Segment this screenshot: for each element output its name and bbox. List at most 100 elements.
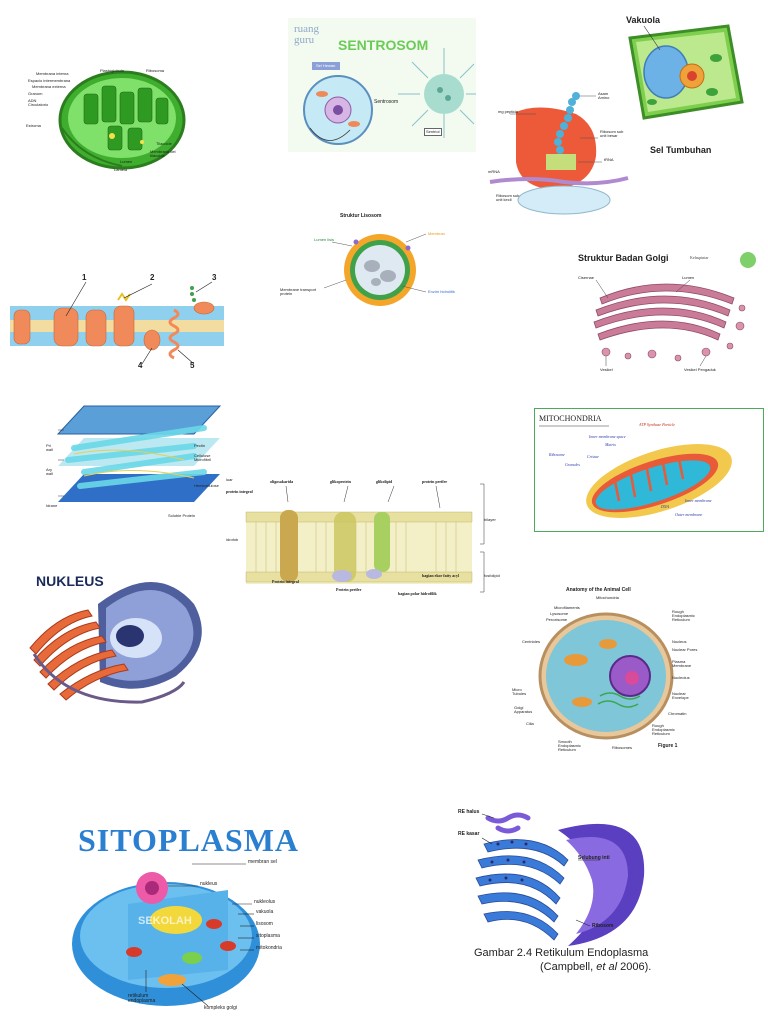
golgi-label: Lumen	[682, 275, 695, 280]
ribosome-label: mg peptida	[498, 109, 518, 114]
sitoplasma-label: nukleolus	[254, 899, 276, 905]
plant-cell-illustration	[628, 24, 744, 120]
ribosome-label: mRNA	[488, 169, 500, 174]
cell-wall-label: Pectin	[194, 443, 206, 448]
sitoplasma-label: mitokondria	[256, 945, 282, 951]
animal-cell-title: Anatomy of the Animal Cell	[566, 587, 631, 593]
er-label: Selubung inti	[578, 855, 610, 861]
mitochondria-label: Matrix	[605, 442, 616, 447]
golgi-title: Struktur Badan Golgi	[578, 253, 669, 263]
fluid-mosaic-label: protein perifer	[422, 479, 448, 484]
nucleus-diagram: NUKLEUS	[26, 564, 218, 714]
animal-cell-illustration	[538, 612, 674, 740]
fluid-mosaic-label: glikoprotein	[330, 479, 351, 484]
sitoplasma-label: retikulum endoplasma	[128, 993, 156, 1004]
chloroplast-label: Membrana interna	[36, 71, 69, 76]
lysosome-diagram: Struktur Lisosom Lumen lisis Membran Mem…	[276, 212, 466, 312]
nucleus-illustration	[29, 582, 202, 704]
animal-cell-label: Peroxisome	[546, 617, 568, 622]
sitoplasma-title: SITOPLASMA	[78, 822, 300, 858]
chloroplast-illustration	[58, 70, 186, 170]
chloroplast-label: Tilacoide	[156, 141, 172, 146]
sitoplasma-label: sitoplasma	[256, 933, 280, 939]
er-citation-year: 2006).	[617, 961, 652, 973]
mitochondria-illustration	[539, 425, 732, 518]
sentrosom-tag: Sel Hewan	[316, 63, 336, 68]
animal-cell-label: Plasma Membrane	[672, 659, 692, 668]
cell-wall-side-label: Ary wall	[46, 467, 53, 476]
fluid-mosaic-label: Protein perifer	[336, 587, 362, 592]
membrane-illustration	[10, 281, 224, 365]
fluid-mosaic-label: bagian polar hidrofilik	[398, 591, 437, 596]
sentriol-label: Sentriol	[424, 128, 442, 136]
chloroplast-label: ADN Circulatorio	[28, 98, 49, 107]
fluid-mosaic-cut-label: idrofob	[226, 537, 239, 542]
animal-cell-label: Microfilaments	[554, 605, 580, 610]
sitoplasma-watermark: SEKOLAH	[138, 915, 192, 927]
fluid-mosaic-label: bilayer	[484, 517, 496, 522]
chloroplast-label: Lumen	[120, 159, 133, 164]
sitoplasma-label: vakuola	[256, 909, 274, 915]
chloroplast-label: Ribosoma	[146, 68, 165, 73]
chloroplast-label: Lamela	[114, 167, 128, 172]
golgi-brand: Kelaspintar	[690, 255, 709, 260]
sitoplasma-label: lisosom	[256, 921, 273, 927]
fluid-mosaic-label: bagian ekor fatty acyl	[422, 573, 460, 578]
golgi-label: Cisernae	[578, 275, 595, 280]
sitoplasma-label: nukleus	[200, 881, 218, 887]
er-caption: Gambar 2.4 Retikulum Endoplasma	[474, 947, 649, 959]
lysosome-label: Membrane transport protein	[280, 287, 317, 296]
ribosome-diagram: mg peptida Asam Amino Ribosom sub unit b…	[480, 86, 632, 218]
animal-cell-label: Golgi Apparatus	[514, 705, 533, 714]
lysosome-label: Membran	[428, 231, 445, 236]
er-label: Ribosom	[592, 923, 614, 929]
chloroplast-diagram: Membrana interna Espacio intermembrana M…	[22, 58, 192, 176]
animal-cell-label: Lysosome	[550, 611, 569, 616]
cell-wall-label: Hemicellulose	[194, 483, 219, 488]
cell-wall-side-label: Pri wall	[46, 443, 53, 452]
er-diagram: RE halus RE kasar Selubung inti Ribosom …	[448, 800, 704, 984]
chloroplast-label: Estroma	[26, 123, 41, 128]
cell-wall-illustration	[56, 405, 222, 502]
animal-cell-label: Nucleolus	[672, 675, 690, 680]
cytoplasm-illustration	[72, 863, 260, 1007]
ribosome-label: tRNA	[604, 157, 614, 162]
mitochondria-label: Inner membrane space	[589, 434, 626, 439]
animal-cell-label: Mitochondria	[596, 595, 619, 600]
mitochondria-label: ATP Synthase Particle	[639, 422, 675, 427]
cell-wall-label: Cellulose Microfibril	[194, 453, 212, 462]
membrane-number-label: 2	[150, 273, 155, 282]
animal-cell-label: Rough Endoplasmic Reticulum	[652, 723, 675, 736]
vakuola-label: Vakuola	[626, 15, 661, 25]
mitochondria-label: Granules	[565, 462, 580, 467]
lysosome-label: Enzim hidrolitik	[428, 289, 455, 294]
mitochondria-label: Ribosome	[549, 452, 565, 457]
cell-membrane-numbered-diagram: 1 2 3 4 5	[6, 270, 228, 374]
er-citation-etal: et al	[596, 961, 618, 973]
er-citation: (Campbell, et al 2006).	[540, 962, 651, 973]
cell-wall-side-label: Idrane	[46, 503, 58, 508]
er-label: RE halus	[458, 809, 480, 815]
animal-cell-illustration	[303, 48, 476, 145]
golgi-illustration	[593, 252, 756, 367]
fluid-mosaic-illustration	[245, 483, 485, 593]
animal-cell-label: Centrioles	[522, 639, 541, 644]
fluid-mosaic-diagram: luar oligosakarida glikoprotein glikolip…	[226, 472, 506, 608]
animal-cell-label: Micro Tubules	[512, 687, 527, 696]
animal-cell-label: Chromatin	[668, 711, 687, 716]
golgi-diagram: Struktur Badan Golgi Kelaspintar Ciserna…	[566, 246, 762, 376]
ribosome-label: Ribosom sub unit kecil	[496, 193, 520, 202]
sentrosom-label: Sentrosom	[374, 99, 399, 105]
sentrosom-diagram: ruang guru SENTROSOM Sel Hewan Sentrosom…	[288, 18, 476, 152]
chloroplast-label: Membrana del tilacoide	[150, 149, 176, 158]
golgi-label: Vesikel Pengaduk	[684, 367, 716, 372]
cell-wall-diagram: Pri wall Ary wall Idrane Pectin Cellulos…	[44, 404, 232, 522]
sitoplasma-label: membran sel	[248, 859, 277, 865]
animal-cell-label: Cilia	[526, 721, 534, 726]
cytoplasm-diagram: SITOPLASMA SEKOLAH membran sel nukleus n…	[68, 820, 328, 1016]
lysosome-label: Lumen lisis	[314, 237, 335, 242]
animal-cell-label: Smooth Endoplasmic Reticulum	[558, 739, 581, 752]
mitochondria-label: DNA	[661, 504, 669, 509]
animal-cell-label: Nuclear Pores	[672, 647, 698, 652]
lysosome-illustration	[323, 233, 427, 306]
